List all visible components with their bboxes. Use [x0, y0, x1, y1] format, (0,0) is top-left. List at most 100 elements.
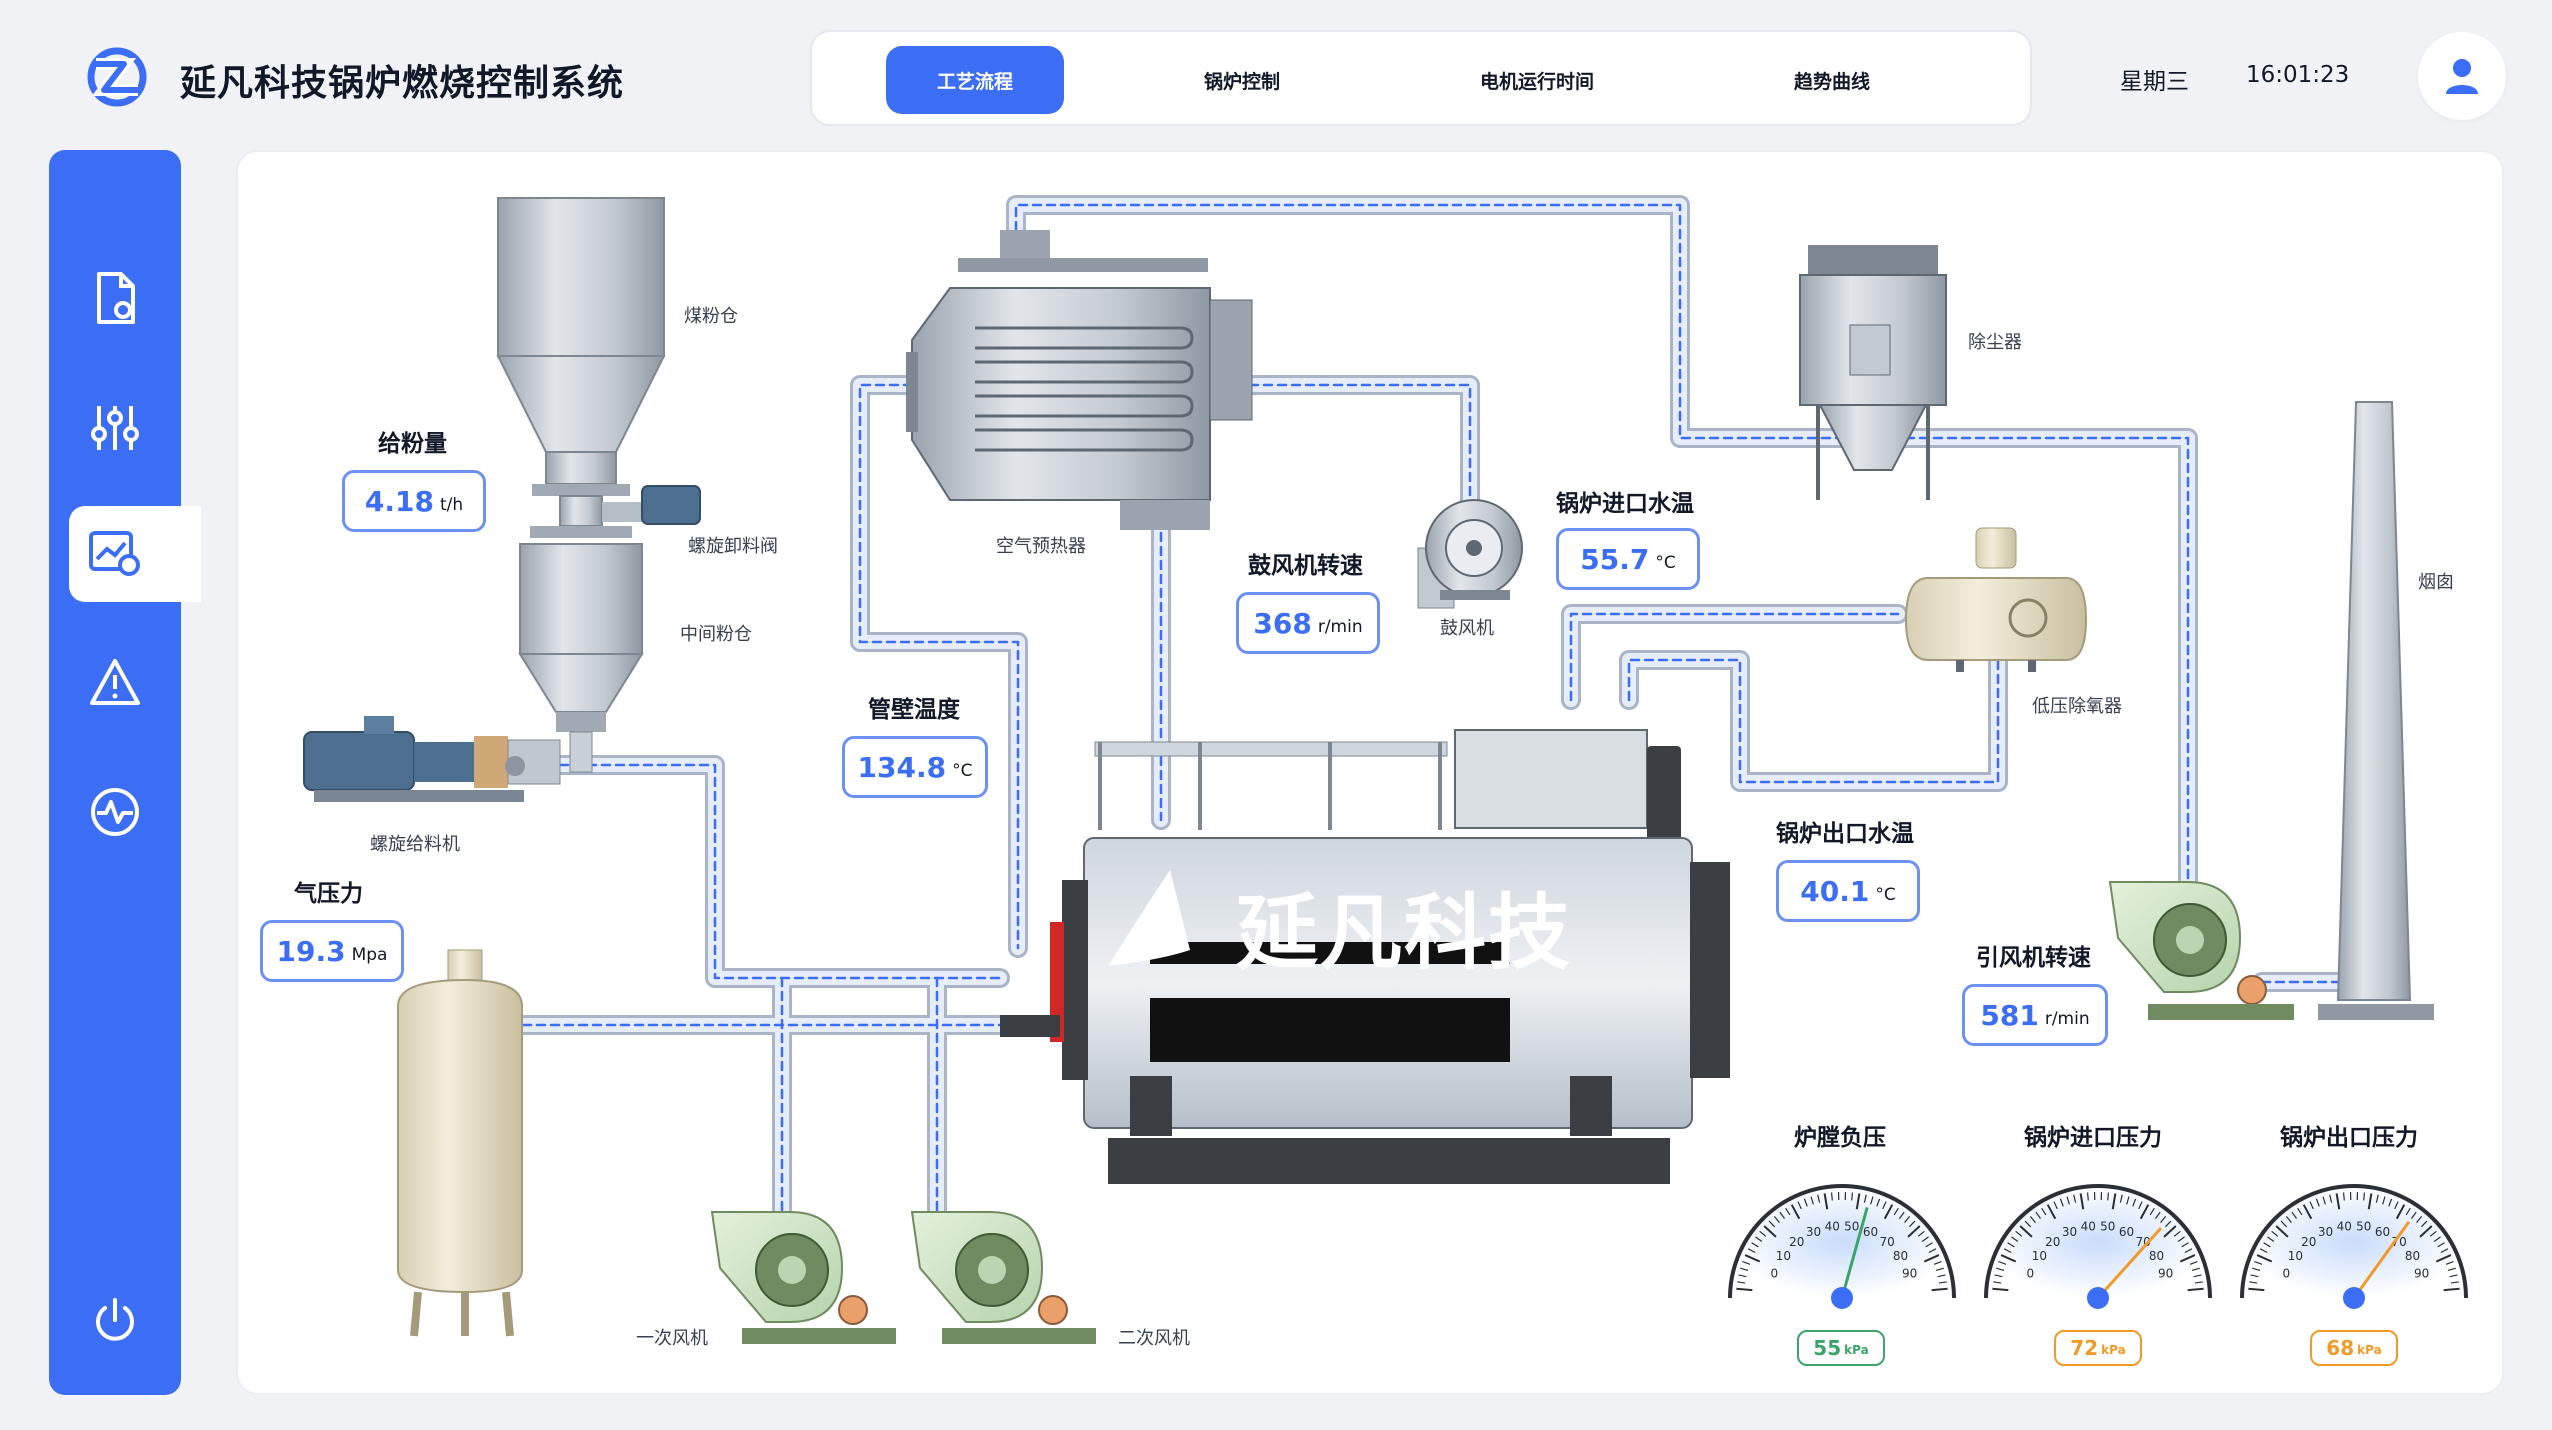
gauge-tick — [2138, 1201, 2143, 1210]
deaerator-tank — [1904, 527, 2088, 672]
gauge-tick — [1851, 1192, 1854, 1201]
boiler-inlet-pressure-readout: 72 kPa — [2054, 1330, 2142, 1366]
gauge-tick — [1736, 1287, 1753, 1292]
gauge-tick — [1938, 1281, 1947, 1284]
app-logo — [82, 42, 152, 112]
wall-temp-unit: °C — [952, 761, 973, 781]
gauge-tick — [2024, 1220, 2032, 1228]
gauge-tick — [2395, 1204, 2406, 1220]
gas-pressure-box: 19.3 Mpa — [260, 920, 404, 982]
gauge-hub — [2087, 1287, 2109, 1309]
boiler-brand-text: 延凡科技 — [1236, 886, 1573, 981]
gauge-tick — [2046, 1204, 2057, 1220]
primary-fan-label: 一次风机 — [636, 1328, 708, 1349]
induced-fan-speed-box: 581 r/min — [1962, 984, 2108, 1046]
gauge-tick — [2163, 1225, 2177, 1238]
gauge-tick — [2029, 1216, 2036, 1223]
boiler-inlet-pressure-unit: kPa — [2101, 1343, 2126, 1357]
gauge-scale-label: 80 — [2405, 1249, 2420, 1263]
inlet-temp-title: 锅炉进口水温 — [1556, 491, 1694, 517]
furnace-pressure-title: 炉膛负压 — [1794, 1125, 1886, 1151]
gauge-tick — [2059, 1198, 2064, 1207]
gauge-tick — [2447, 1267, 2456, 1272]
sliders-icon — [91, 406, 139, 450]
gauge-scale-label: 90 — [2414, 1266, 2429, 1280]
gauge-tick — [2259, 1248, 2268, 1254]
gauge-tick — [2410, 1211, 2417, 1219]
gauge-tick — [1785, 1207, 1791, 1216]
sidebar-item-chart-settings[interactable] — [69, 506, 201, 602]
gauge-tick — [2433, 1236, 2441, 1242]
gauge-tick — [1994, 1274, 2003, 1278]
gauge-tick — [2139, 1204, 2150, 1220]
gauge-scale-label: 40 — [2081, 1220, 2096, 1234]
gauge-tick — [1870, 1196, 1874, 1205]
gauge-tick — [1993, 1281, 2002, 1284]
boiler-outlet-pressure-readout: 68 kPa — [2310, 1330, 2398, 1366]
sidebar — [49, 150, 201, 1395]
sidebar-item-warning[interactable] — [49, 634, 181, 730]
gauge-tick — [2066, 1196, 2070, 1205]
gauge-scale-label: 30 — [2062, 1225, 2077, 1239]
gauge-tick — [2405, 1207, 2411, 1216]
chimney — [2318, 401, 2434, 1020]
blower-speed-title: 鼓风机转速 — [1248, 553, 1363, 579]
gauge-tick — [1803, 1198, 1808, 1207]
blower-machine — [1417, 499, 1523, 609]
gas-pressure-value: 19.3 — [276, 934, 346, 968]
user-avatar-button[interactable] — [2418, 32, 2506, 120]
gauge-tick — [2420, 1220, 2428, 1228]
gauge-tick — [2416, 1216, 2423, 1223]
gauge-tick — [2367, 1193, 2373, 1210]
gauge-tick — [1810, 1196, 1814, 1205]
gauge-scale-label: 90 — [1902, 1266, 1917, 1280]
app-title: 延凡科技锅炉燃烧控制系统 — [180, 63, 625, 104]
gauge-tick — [2193, 1274, 2202, 1278]
gauge-tick — [2126, 1196, 2130, 1205]
gauge-scale-label: 10 — [1776, 1249, 1791, 1263]
gauge-tick — [1855, 1193, 1861, 1210]
gauge-hub — [1831, 1287, 1853, 1309]
feed-rate-value: 4.18 — [364, 484, 434, 518]
gauge-tick — [2342, 1192, 2345, 1201]
gauge-tick — [2252, 1267, 2261, 1272]
tab-process-flow[interactable]: 工艺流程 — [886, 46, 1064, 114]
sidebar-item-document-settings[interactable] — [49, 250, 181, 346]
gauge-hub — [2343, 1287, 2365, 1309]
primary-fan-machine — [710, 1211, 896, 1344]
gauge-tick — [2073, 1194, 2077, 1203]
gauge-scale-label: 40 — [2337, 1220, 2352, 1234]
gauge-tick — [2435, 1254, 2452, 1263]
gauge-scale-label: 80 — [2149, 1249, 2164, 1263]
boiler-inlet-pressure-title: 锅炉进口压力 — [2024, 1125, 2162, 1151]
sidebar-item-pulse[interactable] — [49, 764, 181, 860]
pipe-network — [513, 195, 2352, 1225]
gauge-tick — [1773, 1216, 1780, 1223]
gauge-tick — [1763, 1225, 1777, 1238]
gauge-tick — [1992, 1287, 2009, 1292]
chart-settings-icon — [89, 531, 140, 576]
gauge-tick — [1768, 1220, 1776, 1228]
gauge-tick — [2079, 1193, 2085, 1210]
gauge-tick — [1790, 1204, 1801, 1220]
gauge-tick — [1925, 1242, 1933, 1248]
gauge-scale-label: 50 — [2356, 1220, 2371, 1234]
gauge-tick — [2249, 1281, 2258, 1284]
gauge-tick — [1996, 1267, 2005, 1272]
gauge-tick — [2035, 1211, 2042, 1219]
gauge-scale-label: 40 — [1825, 1220, 1840, 1234]
gauge-tick — [2450, 1281, 2459, 1284]
tab-motor-runtime[interactable]: 电机运行时间 — [1479, 70, 1594, 93]
sidebar-item-power[interactable] — [49, 1272, 181, 1368]
furnace-pressure-value: 55 — [1813, 1336, 1842, 1360]
tab-boiler-control[interactable]: 锅炉控制 — [1203, 70, 1280, 93]
gauge-tick — [2335, 1193, 2341, 1210]
gauge-tick — [2189, 1260, 2198, 1265]
tab-trend-curve[interactable]: 趋势曲线 — [1793, 70, 1870, 93]
sidebar-item-sliders[interactable] — [49, 380, 181, 476]
user-icon — [2446, 59, 2478, 94]
gauge-scale-label: 10 — [2032, 1249, 2047, 1263]
gauge-tick — [2187, 1287, 2204, 1292]
induced-fan-speed-unit: r/min — [2044, 1009, 2090, 1029]
